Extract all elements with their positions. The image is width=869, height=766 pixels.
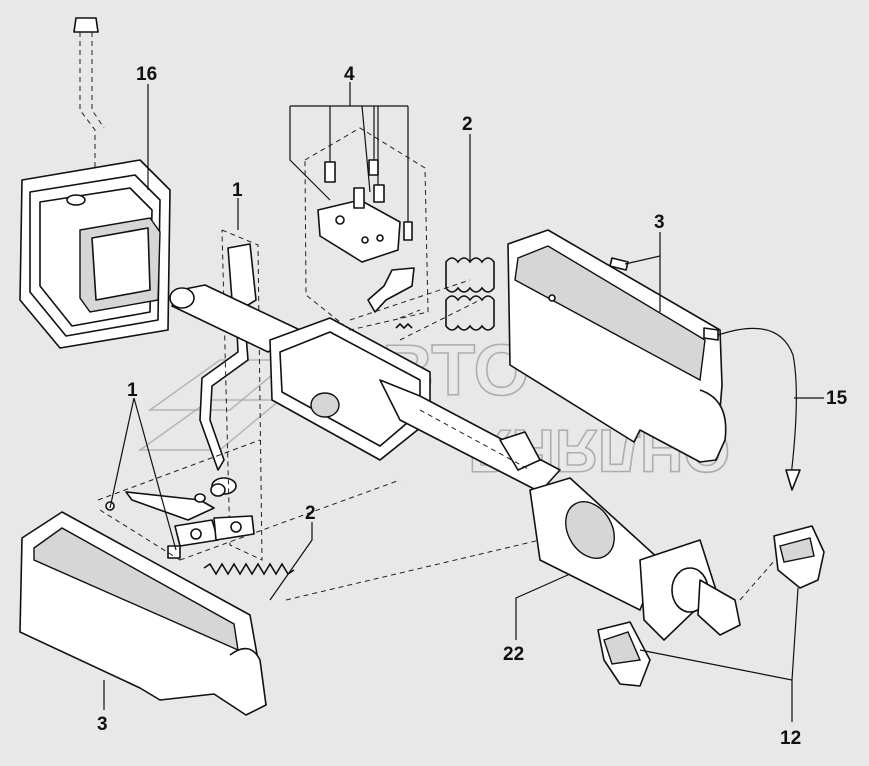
part-16-boot	[19, 17, 171, 349]
part-1-rod-plates	[97, 439, 401, 561]
callout-2-top: 2	[462, 114, 473, 135]
callout-22: 22	[503, 644, 524, 665]
callout-1-top: 1	[232, 180, 243, 201]
callout-12: 12	[780, 728, 801, 749]
part-3-cover-right	[507, 229, 801, 491]
part-4-bracket-assembly	[304, 127, 429, 331]
part-2-spring-bottom	[203, 562, 295, 576]
callout-3-right: 3	[654, 212, 665, 233]
callout-3-bottom: 3	[97, 714, 108, 735]
callout-leaders	[103, 82, 824, 722]
callout-1-left: 1	[127, 380, 138, 401]
callout-labels: 16 4 2 1 3 1 15 2 22 3 12	[97, 64, 848, 749]
assembly-guide-lines	[285, 279, 776, 601]
part-3-cover-bottom	[19, 511, 267, 716]
part-22-column-tube	[529, 477, 741, 641]
callout-15: 15	[826, 388, 848, 409]
callout-16: 16	[136, 64, 157, 85]
part-12-bushings	[597, 525, 825, 687]
callout-4: 4	[344, 64, 355, 85]
callout-2-bottom: 2	[305, 503, 316, 524]
shift-mechanism-housing	[169, 284, 561, 493]
part-2-springs-top	[445, 257, 495, 331]
